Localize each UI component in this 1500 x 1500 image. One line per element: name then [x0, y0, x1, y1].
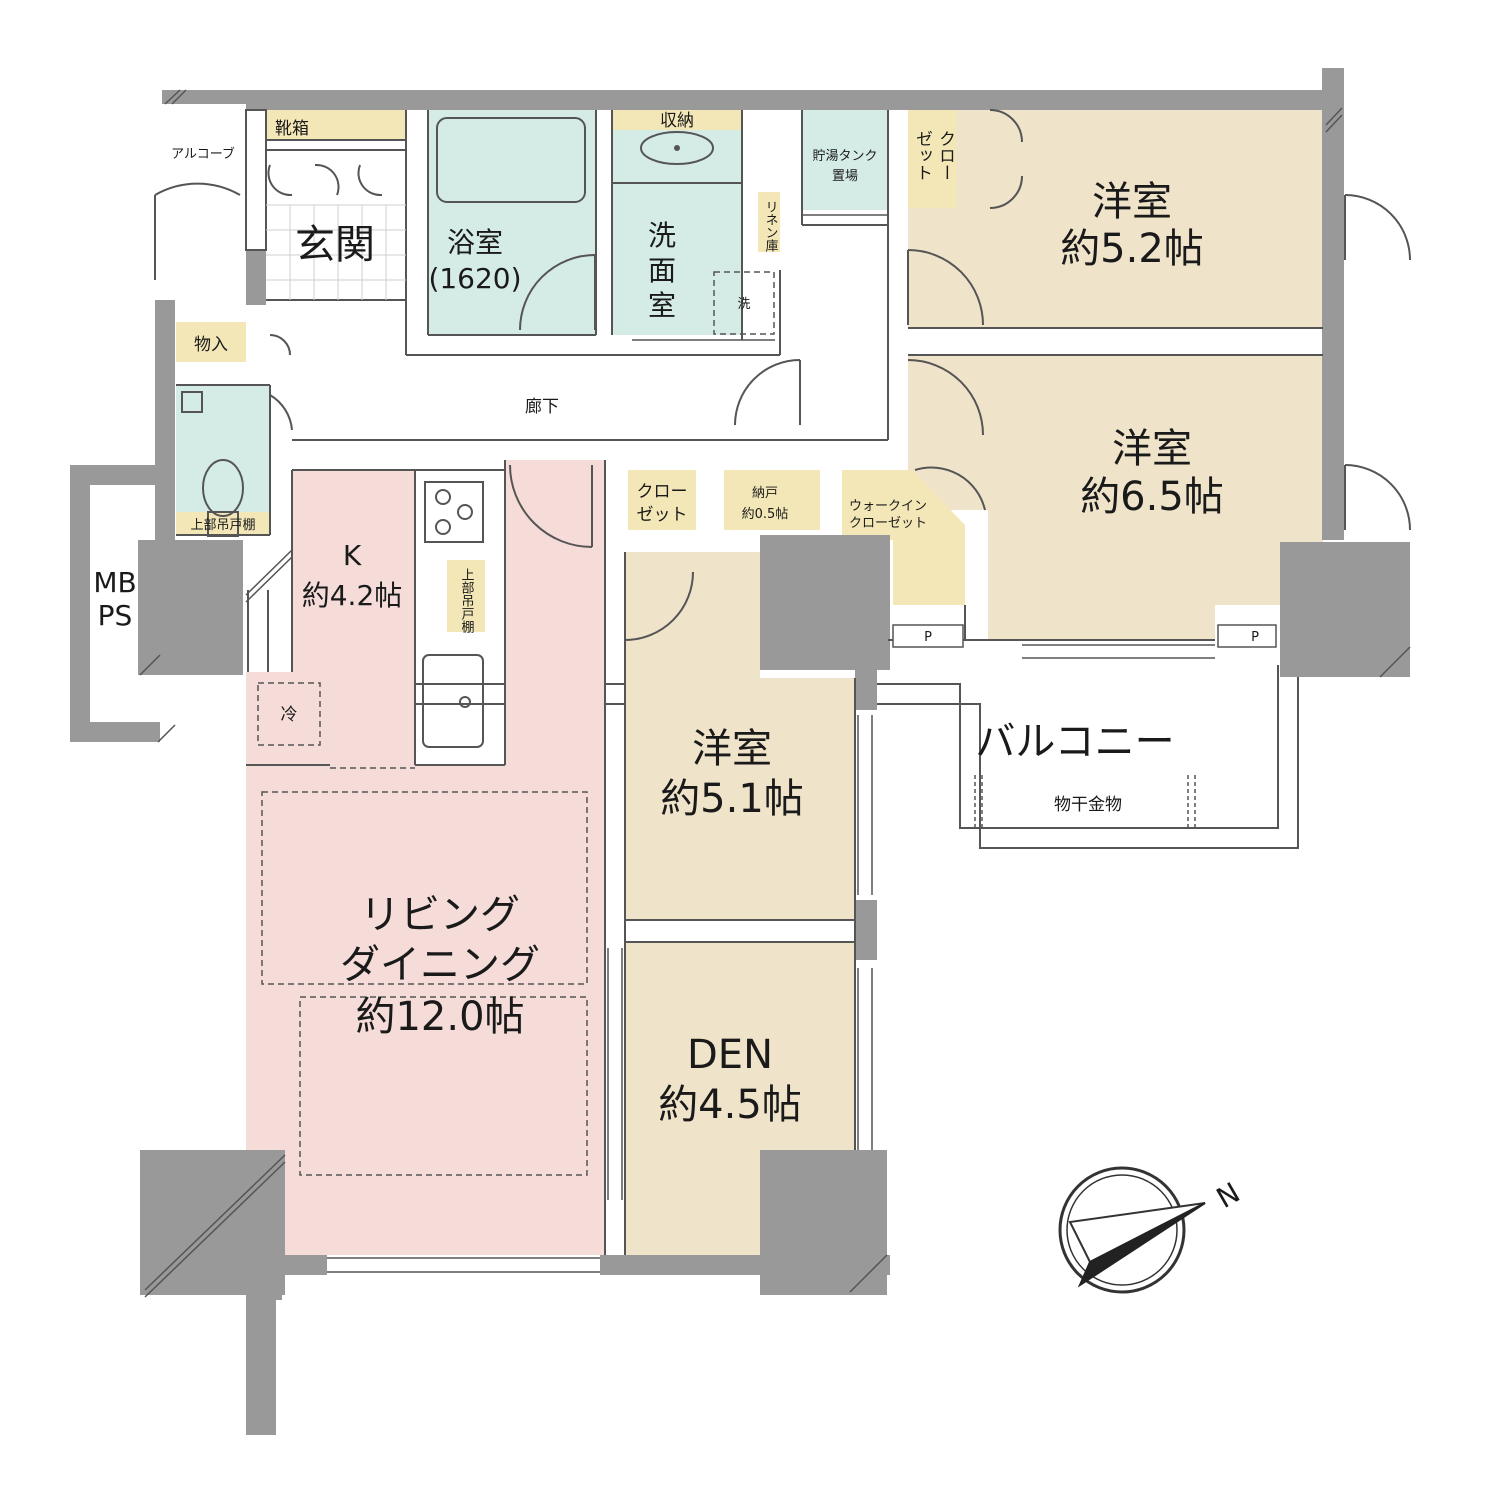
partition-lines — [176, 109, 1323, 1255]
western-room-3-size: 約5.1帖 — [660, 776, 804, 822]
shoe-box-area — [266, 110, 406, 140]
kitchen-size-label: 約4.2帖 — [302, 579, 403, 612]
mb-label: MB — [93, 566, 136, 599]
washroom-area — [612, 110, 742, 335]
ps-label: PS — [98, 599, 133, 632]
western-room-1-size: 約5.2帖 — [1060, 226, 1204, 272]
den-size-label: 約4.5帖 — [658, 1082, 802, 1128]
wash-storage-label: 収納 — [660, 111, 694, 131]
wall-hatching — [139, 89, 1411, 1298]
hot-water-tank-label-2: 置場 — [832, 169, 858, 184]
wash-storage-area — [612, 110, 742, 130]
closet-1-label-right: クロー — [935, 130, 955, 181]
furniture-guides — [257, 271, 775, 1176]
nando-area — [724, 470, 820, 530]
toilet-icon — [181, 391, 244, 537]
den-area — [625, 942, 855, 1255]
storage-in-label: 物入 — [194, 335, 228, 355]
alcove-label: アルコーブ — [171, 146, 235, 162]
hot-water-tank-area — [802, 110, 888, 210]
closet-1-label-left: ゼット — [912, 130, 932, 181]
living-size-label: 約12.0帖 — [355, 994, 524, 1040]
walls — [70, 68, 1410, 1435]
bathroom-area — [428, 110, 596, 335]
walk-in-closet-area — [842, 470, 965, 605]
wic-label-1: ウォークイン — [849, 499, 927, 514]
laundry-label: 洗 — [737, 297, 750, 312]
western-room-3-name: 洋室 — [692, 726, 772, 772]
wash-basin-icon — [640, 131, 714, 165]
living-label-2: ダイニング — [340, 942, 540, 988]
kitchen-sink-icon — [422, 654, 484, 748]
closet-2-area — [628, 470, 696, 530]
washroom-label-2: 面 — [648, 254, 676, 287]
washroom-label-3: 室 — [648, 289, 676, 322]
bathtub-icon — [436, 117, 586, 203]
compass-north-label: N — [1211, 1176, 1246, 1215]
washroom-label-1: 洗 — [648, 219, 676, 252]
pipe-right-label: P — [1251, 630, 1259, 645]
north-arrow-icon — [1058, 1166, 1206, 1294]
closet-2-label-1: クロー — [637, 482, 688, 502]
toilet-shelf-label: 上部吊戸棚 — [190, 518, 255, 533]
entrance-label: 玄関 — [295, 222, 375, 268]
linen-storage-area — [758, 192, 780, 252]
kitchen-upper-shelf-area — [447, 560, 485, 632]
western-room-2-name: 洋室 — [1112, 426, 1192, 472]
storage-in-area — [176, 322, 246, 362]
living-label-1: リビング — [360, 892, 520, 938]
den-name-label: DEN — [687, 1032, 773, 1078]
closet-2-label-2: ゼット — [637, 505, 688, 525]
western-room-2-area — [908, 355, 1323, 640]
hot-water-tank-label-1: 貯湯タンク — [812, 149, 877, 164]
balcony-label: バルコニー — [975, 719, 1174, 765]
fridge-label: 冷 — [281, 705, 298, 725]
western-room-3-area — [625, 552, 855, 920]
pipe-space-left — [892, 624, 964, 648]
bathroom-size-label: (1620) — [428, 262, 521, 295]
western-room-1-area — [908, 110, 1323, 328]
room-labels: 玄関 靴箱 アルコーブ 浴室 (1620) 洗 面 室 収納 洗 リネン庫 貯湯… — [93, 111, 1259, 1215]
nando-label-1: 納戸 — [752, 486, 778, 501]
linen-label: リネン庫 — [763, 200, 779, 252]
stove-icon — [424, 481, 484, 543]
kitchen-name-label: K — [343, 539, 362, 572]
closet-1-area — [908, 110, 956, 208]
western-room-1-name: 洋室 — [1092, 179, 1172, 225]
western-room-2-size: 約6.5帖 — [1080, 474, 1224, 520]
pipe-left-label: P — [924, 630, 932, 645]
pipe-space-right — [1217, 624, 1277, 648]
clothes-hanger-label: 物干金物 — [1054, 795, 1122, 815]
door-swings — [154, 109, 1411, 641]
nando-label-2: 約0.5帖 — [742, 507, 789, 522]
entrance-tiles — [266, 204, 406, 300]
kitchen-shelf-label: 上部吊戸棚 — [459, 568, 475, 633]
corridor-label: 廊下 — [525, 397, 559, 417]
shoe-box-label: 靴箱 — [275, 119, 309, 139]
living-dining-area — [246, 460, 605, 1255]
bathroom-name-label: 浴室 — [447, 226, 503, 259]
clothes-hanger-posts — [974, 775, 1196, 828]
windows — [327, 214, 1215, 1273]
wic-label-2: クローゼット — [849, 516, 927, 531]
